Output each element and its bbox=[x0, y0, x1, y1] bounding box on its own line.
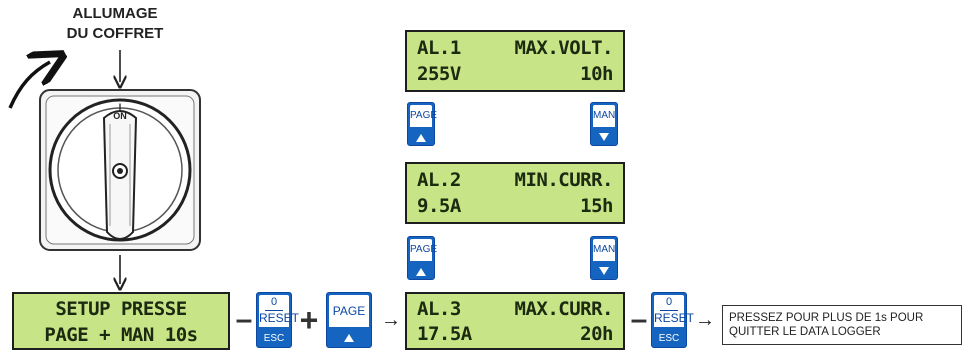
switch-on-label: I ON bbox=[110, 103, 130, 121]
down-arrow-icon bbox=[599, 133, 609, 141]
lcd-alarm-1-value: 255V bbox=[417, 63, 461, 85]
man-key-1[interactable]: MAN bbox=[590, 102, 618, 146]
arrow-right-icon: → bbox=[695, 309, 715, 331]
lcd-alarm-3-type: MAX.CURR. bbox=[514, 298, 614, 320]
lcd-setup-line-2: PAGE + MAN 10s bbox=[44, 324, 198, 346]
man-key-2[interactable]: MAN bbox=[590, 236, 618, 280]
up-arrow-icon bbox=[416, 268, 426, 276]
lcd-alarm-2-value: 9.5A bbox=[417, 195, 461, 217]
man-key-1-label: MAN bbox=[593, 105, 615, 127]
lcd-alarm-1-type: MAX.VOLT. bbox=[514, 37, 614, 59]
minus-sign-2: – bbox=[630, 303, 648, 336]
lcd-setup-line-1: SETUP PRESSE bbox=[55, 298, 187, 320]
man-key-2-label: MAN bbox=[593, 239, 615, 261]
page-key-1[interactable]: PAGE bbox=[407, 102, 437, 146]
lcd-alarm-2-type: MIN.CURR. bbox=[514, 169, 614, 191]
lcd-alarm-3: AL.3 MAX.CURR. 17.5A 20h bbox=[405, 292, 625, 350]
switch-title-line-1: ALLUMAGE bbox=[72, 5, 158, 22]
lcd-alarm-1: AL.1 MAX.VOLT. 255V 10h bbox=[405, 30, 625, 92]
reset-key-2-label: RESET bbox=[654, 311, 695, 325]
plus-sign: + bbox=[299, 302, 319, 338]
up-arrow-icon bbox=[344, 334, 354, 342]
reset-key-1-zero: 0 bbox=[270, 296, 278, 308]
switch-title-line-2: DU COFFRET bbox=[66, 25, 164, 42]
page-key-1-label: PAGE bbox=[410, 105, 437, 127]
page-key-2[interactable]: PAGE bbox=[407, 236, 437, 280]
lcd-alarm-3-value: 17.5A bbox=[417, 323, 472, 345]
reset-key-1-esc: ESC bbox=[263, 333, 285, 344]
minus-sign: – bbox=[235, 303, 253, 336]
switch-title: ALLUMAGE DU COFFRET bbox=[40, 4, 190, 44]
reset-key-2-esc: ESC bbox=[658, 333, 680, 344]
page-key-3[interactable]: PAGE bbox=[326, 292, 372, 348]
page-key-2-label: PAGE bbox=[410, 239, 437, 261]
rotation-arrow bbox=[8, 62, 50, 109]
lcd-alarm-1-id: AL.1 bbox=[417, 37, 461, 59]
lcd-alarm-3-id: AL.3 bbox=[417, 298, 461, 320]
up-arrow-icon bbox=[416, 134, 426, 142]
page-key-3-label: PAGE bbox=[329, 295, 369, 327]
lcd-alarm-3-time: 20h bbox=[580, 323, 613, 345]
reset-key-1-label: RESET bbox=[259, 311, 300, 325]
down-arrow-icon bbox=[599, 267, 609, 275]
exit-note: PRESSEZ POUR PLUS DE 1s POUR QUITTER LE … bbox=[722, 305, 962, 345]
lcd-alarm-2-time: 15h bbox=[580, 195, 613, 217]
switch-on-i: I bbox=[118, 102, 122, 112]
arrow-right-icon: → bbox=[381, 309, 401, 331]
rotary-switch bbox=[39, 89, 201, 251]
reset-key-2-zero: 0 bbox=[665, 296, 673, 308]
lcd-alarm-2-id: AL.2 bbox=[417, 169, 461, 191]
reset-key-2[interactable]: 0 RESET ESC bbox=[651, 292, 695, 348]
lcd-setup: SETUP PRESSE PAGE + MAN 10s bbox=[12, 292, 230, 350]
lcd-alarm-1-time: 10h bbox=[580, 63, 613, 85]
reset-key-1[interactable]: 0 RESET ESC bbox=[256, 292, 300, 348]
switch-on-text: ON bbox=[113, 111, 127, 121]
lcd-alarm-2: AL.2 MIN.CURR. 9.5A 15h bbox=[405, 162, 625, 224]
